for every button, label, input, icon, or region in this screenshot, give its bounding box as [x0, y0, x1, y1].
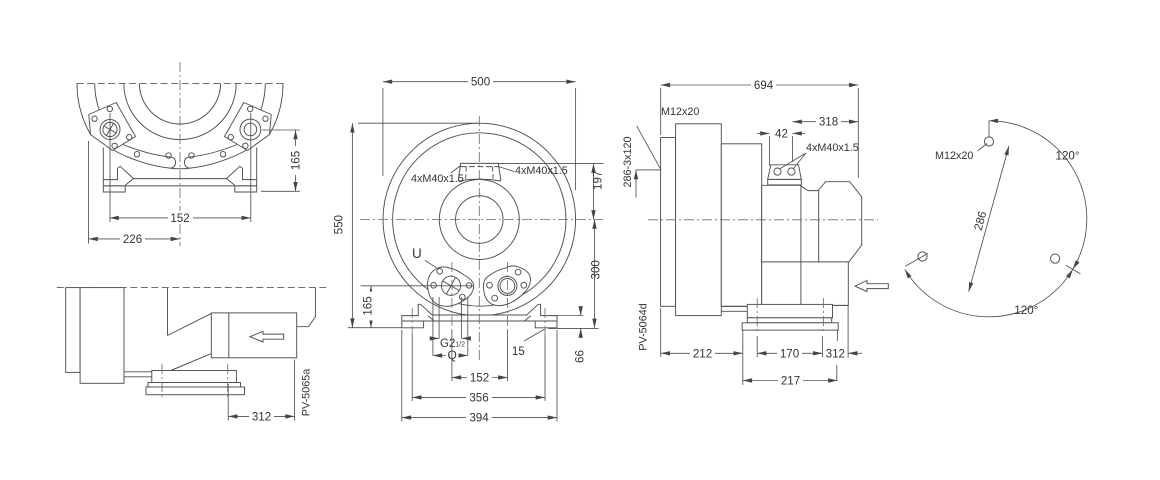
svg-text:66: 66	[574, 350, 587, 363]
svg-text:120°: 120°	[1014, 304, 1038, 317]
svg-text:M12x20: M12x20	[661, 106, 699, 118]
svg-text:170: 170	[780, 347, 799, 360]
svg-text:165: 165	[289, 151, 302, 170]
svg-text:394: 394	[469, 412, 489, 425]
svg-text:212: 212	[693, 347, 712, 360]
svg-text:4xM40x1.5: 4xM40x1.5	[515, 165, 568, 177]
svg-text:4xM40x1.5: 4xM40x1.5	[411, 173, 464, 185]
svg-text:42: 42	[775, 127, 788, 140]
svg-text:286-3x120: 286-3x120	[622, 136, 634, 187]
svg-text:152: 152	[470, 372, 489, 385]
svg-text:318: 318	[819, 116, 838, 129]
svg-text:217: 217	[781, 375, 800, 388]
svg-text:226: 226	[123, 233, 142, 246]
svg-text:300: 300	[590, 260, 603, 279]
svg-text:15: 15	[512, 345, 525, 358]
svg-text:356: 356	[469, 391, 488, 404]
svg-text:500: 500	[471, 76, 490, 89]
svg-text:165: 165	[361, 296, 374, 315]
svg-text:PV-5065a: PV-5065a	[300, 369, 312, 416]
svg-text:G21/2: G21/2	[440, 338, 465, 350]
svg-text:286: 286	[972, 210, 990, 232]
svg-text:312: 312	[826, 348, 845, 361]
svg-text:120°: 120°	[1056, 149, 1080, 162]
svg-text:550: 550	[333, 215, 346, 234]
svg-text:694: 694	[754, 79, 774, 92]
svg-text:4xM40x1.5: 4xM40x1.5	[806, 142, 859, 154]
svg-text:M12x20: M12x20	[935, 150, 973, 162]
svg-text:312: 312	[252, 410, 271, 423]
svg-text:152: 152	[170, 212, 189, 225]
svg-text:U: U	[412, 246, 422, 261]
svg-text:197: 197	[591, 171, 604, 190]
svg-text:PV-5064d: PV-5064d	[638, 303, 650, 350]
